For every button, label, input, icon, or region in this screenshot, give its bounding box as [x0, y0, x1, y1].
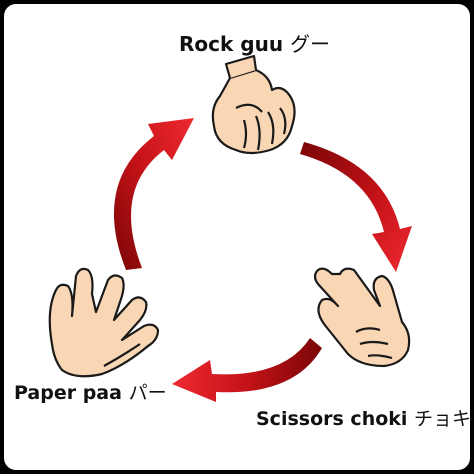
scissors-label-jp: チョキ	[414, 408, 470, 430]
arrow-rock-to-scissors-icon	[300, 142, 412, 272]
rock-hand-icon	[211, 54, 296, 155]
arrow-scissors-to-paper-icon	[172, 338, 322, 402]
cycle-diagram	[48, 54, 412, 402]
scissors-label-en: Scissors choki	[256, 408, 408, 430]
scissors-hand-icon	[313, 267, 411, 368]
rock-label: Rock guu グー	[179, 34, 330, 54]
arrow-paper-to-rock-icon	[113, 118, 194, 270]
diagram-canvas: Rock guu グー Paper paa パー Scissors choki …	[4, 4, 470, 470]
paper-label-en: Paper paa	[14, 382, 122, 404]
rock-label-en: Rock guu	[179, 32, 284, 56]
paper-label: Paper paa パー	[14, 384, 167, 403]
scissors-label: Scissors choki チョキ	[256, 410, 470, 429]
rock-label-jp: グー	[290, 32, 331, 56]
paper-label-jp: パー	[128, 382, 167, 404]
paper-hand-icon	[48, 267, 160, 378]
